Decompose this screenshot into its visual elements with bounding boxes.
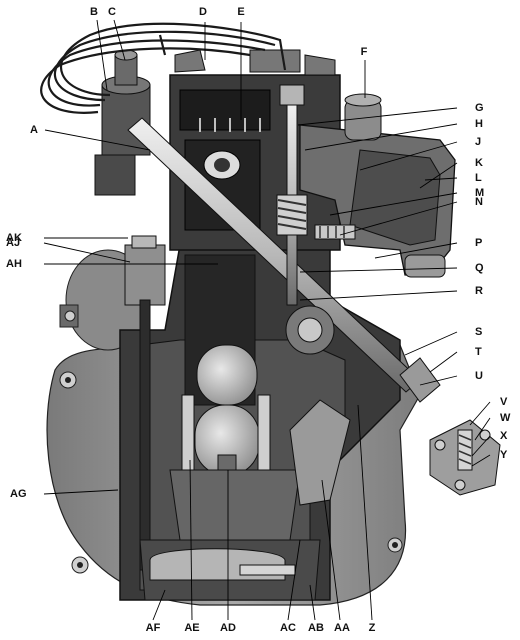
label-n: N bbox=[475, 196, 483, 208]
label-f: F bbox=[360, 46, 368, 58]
label-y: Y bbox=[500, 449, 508, 461]
label-s: S bbox=[475, 326, 483, 338]
label-j: J bbox=[475, 136, 482, 148]
label-m: M bbox=[475, 187, 485, 199]
label-b: B bbox=[90, 6, 98, 18]
label-u: U bbox=[475, 370, 483, 382]
label-z: Z bbox=[368, 622, 376, 634]
oil-pump-unit bbox=[124, 235, 166, 571]
ignition-wires bbox=[40, 22, 287, 114]
oil-pan bbox=[139, 539, 321, 601]
camshaft-gear bbox=[285, 305, 335, 355]
intake-manifold bbox=[299, 124, 456, 278]
label-r: R bbox=[475, 285, 483, 297]
oil-filler-cap bbox=[344, 93, 382, 141]
label-k: K bbox=[475, 157, 483, 169]
relief-valve-detail bbox=[429, 419, 501, 496]
label-ak: AK bbox=[6, 232, 22, 244]
crank-counterweight bbox=[169, 469, 301, 541]
label-p: P bbox=[475, 237, 483, 249]
label-c: C bbox=[108, 6, 116, 18]
label-x: X bbox=[500, 430, 508, 442]
label-e: E bbox=[237, 6, 245, 18]
label-t: T bbox=[475, 346, 482, 358]
label-q: Q bbox=[475, 262, 484, 274]
label-aj: AJ bbox=[6, 237, 21, 249]
label-aa: AA bbox=[334, 622, 350, 634]
oil-passage-bracket bbox=[289, 399, 351, 506]
label-ab: AB bbox=[308, 622, 324, 634]
label-a: A bbox=[30, 124, 38, 136]
label-ah: AH bbox=[6, 258, 22, 270]
label-ag: AG bbox=[10, 488, 27, 500]
label-h: H bbox=[475, 118, 483, 130]
callout-leader-lines bbox=[43, 19, 491, 621]
valve-assembly bbox=[276, 84, 308, 306]
label-af: AF bbox=[145, 622, 161, 634]
label-d: D bbox=[199, 6, 207, 18]
label-ad: AD bbox=[220, 622, 236, 634]
label-l: L bbox=[475, 172, 482, 184]
label-ae: AE bbox=[184, 622, 200, 634]
label-ac: AC bbox=[280, 622, 296, 634]
diagonal-drive-shaft bbox=[127, 117, 441, 403]
tappet-assembly bbox=[314, 224, 356, 240]
label-v: V bbox=[500, 396, 508, 408]
label-w: W bbox=[500, 412, 511, 424]
label-g: G bbox=[475, 102, 484, 114]
